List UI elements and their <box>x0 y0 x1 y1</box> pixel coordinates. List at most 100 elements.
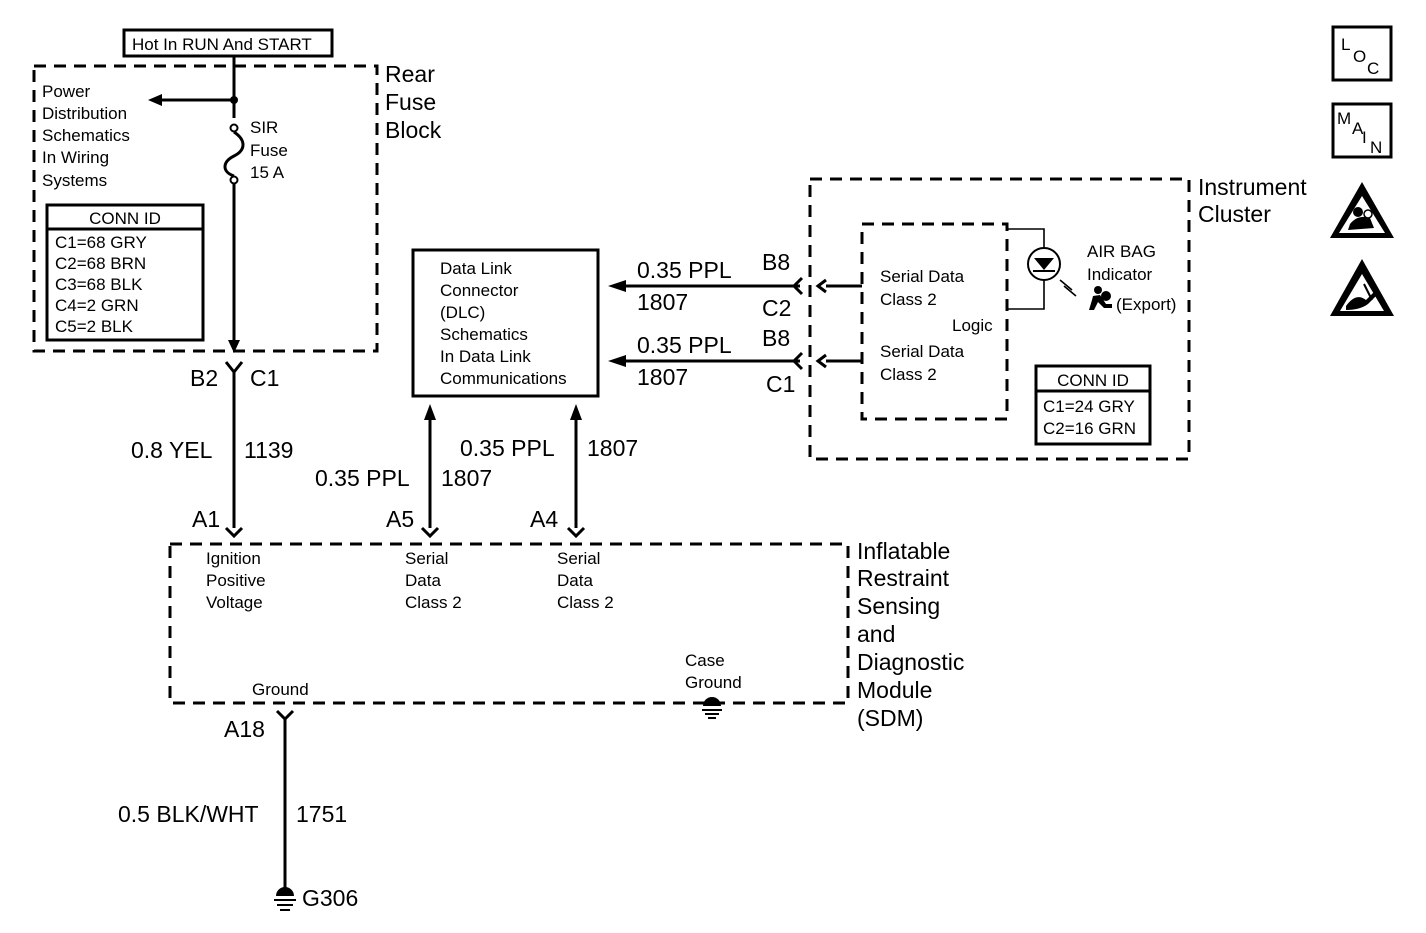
fuse-block-title-2: Fuse <box>385 89 436 115</box>
wire-c1-color: 0.35 PPL <box>637 332 732 358</box>
fuse-terminal-bottom <box>229 175 239 185</box>
dlc-line: Schematics <box>440 325 528 344</box>
fuse-terminal-top <box>229 123 239 133</box>
led-diode-icon <box>1034 258 1054 270</box>
pin-c1-cluster: C1 <box>766 371 795 397</box>
sd-a5-line: Serial <box>405 549 448 568</box>
fuse-label-1: SIR <box>250 118 278 137</box>
main-icon-letter: N <box>1370 138 1382 157</box>
cluster-in-c1-arrow-icon <box>815 353 827 369</box>
fuse-label-3: 15 A <box>250 163 285 182</box>
main-icon-letter: I <box>1362 128 1367 147</box>
esd-warning-icon[interactable] <box>1330 259 1394 316</box>
sd2-line-2: Class 2 <box>880 365 937 384</box>
wire-1139-circuit: 1139 <box>244 437 293 463</box>
pin-a5: A5 <box>386 506 414 532</box>
pd-note-5: Systems <box>42 171 107 190</box>
loc-icon-letter: O <box>1353 47 1366 66</box>
connector-a18-icon <box>275 709 295 722</box>
cluster-title-1: Instrument <box>1198 174 1307 200</box>
cluster-conn-row: C2=16 GRN <box>1043 419 1136 438</box>
sd-a4-line: Serial <box>557 549 600 568</box>
pin-b8-c1: B8 <box>762 325 790 351</box>
pd-note-2: Distribution <box>42 104 127 123</box>
indicator-line-2: Indicator <box>1087 265 1153 284</box>
wire-1139-color: 0.8 YEL <box>131 437 213 463</box>
logic-outline <box>860 222 1009 421</box>
pd-note-1: Power <box>42 82 91 101</box>
fuse-conn-row: C4=2 GRN <box>55 296 139 315</box>
indicator-line-1: AIR BAG <box>1087 242 1156 261</box>
cluster-in-c2-arrow-icon <box>815 278 827 294</box>
connector-a5-icon <box>420 526 440 539</box>
fuse-conn-row: C3=68 BLK <box>55 275 143 294</box>
led-wire-bottom <box>1007 280 1045 310</box>
wire-c2-circuit: 1807 <box>637 289 688 315</box>
fuse-conn-row: C2=68 BRN <box>55 254 146 273</box>
wire-1751-circuit: 1751 <box>296 801 347 827</box>
cluster-conn-row: C1=24 GRY <box>1043 397 1135 416</box>
led-icon <box>1027 247 1061 281</box>
wire-a4-arrow-icon <box>570 404 582 420</box>
sdm-title: Diagnostic <box>857 649 964 675</box>
fuse-block-title-1: Rear <box>385 61 435 87</box>
wire-a5-arrow-icon <box>424 404 436 420</box>
dlc-outline <box>411 248 600 398</box>
pin-c2: C2 <box>762 295 791 321</box>
hot-label-box <box>122 28 334 58</box>
sdm-title: and <box>857 621 895 647</box>
ign-line: Voltage <box>206 593 263 612</box>
cluster-title-2: Cluster <box>1198 201 1271 227</box>
wire-1751-color: 0.5 BLK/WHT <box>118 801 259 827</box>
instrument-cluster: Instrument Cluster Serial Data Class 2 S… <box>808 174 1307 461</box>
fuse-label-2: Fuse <box>250 141 288 160</box>
main-icon[interactable]: M A I N <box>1331 102 1393 159</box>
loc-icon[interactable]: L O C <box>1331 25 1393 82</box>
dlc-box: Data Link Connector (DLC) Schematics In … <box>411 248 600 398</box>
fuse-block-title-3: Block <box>385 117 442 143</box>
wire-c2-arrow-icon <box>608 280 626 292</box>
main-icon-letter: M <box>1337 109 1351 128</box>
sd2-line-1: Serial Data <box>880 342 965 361</box>
sdm-title: Sensing <box>857 593 940 619</box>
pd-arrow-icon <box>148 94 162 106</box>
indicator-line-3: (Export) <box>1116 295 1176 314</box>
ground-label: Ground <box>252 680 309 699</box>
connector-a4-icon <box>566 526 586 539</box>
fuse-conn-row: C5=2 BLK <box>55 317 134 336</box>
fuse-conn-row: C1=68 GRY <box>55 233 147 252</box>
connector-c2-icon <box>791 276 804 296</box>
led-ray-2 <box>1063 285 1077 297</box>
hot-label-text: Hot In RUN And START <box>132 35 312 54</box>
sdm-title: (SDM) <box>857 705 923 731</box>
sd1-line-2: Class 2 <box>880 290 937 309</box>
sdm-title: Module <box>857 677 932 703</box>
g306-label: G306 <box>302 885 358 911</box>
led-wire-top <box>1007 228 1045 248</box>
wire-a4-color: 0.35 PPL <box>460 435 555 461</box>
fuse-block-outline <box>32 64 379 353</box>
loc-icon-letter: C <box>1367 59 1379 78</box>
pin-b2: B2 <box>190 365 218 391</box>
dlc-line: (DLC) <box>440 303 485 322</box>
cluster-conn-box <box>1034 364 1152 446</box>
wire-a4-circuit: 1807 <box>587 435 638 461</box>
sdm-module: Inflatable Restraint Sensing and Diagnos… <box>168 506 964 731</box>
sdm-title: Restraint <box>857 565 950 591</box>
ign-line: Ignition <box>206 549 261 568</box>
case-ground-line: Ground <box>685 673 742 692</box>
pin-b8-c2: B8 <box>762 249 790 275</box>
loc-icon-box <box>1331 25 1393 82</box>
fuse-conn-title: CONN ID <box>89 209 161 228</box>
pin-a18: A18 <box>224 716 265 742</box>
fuse-out-arrow-icon <box>228 340 240 353</box>
case-ground-icon <box>702 697 722 719</box>
sd-a5-line: Class 2 <box>405 593 462 612</box>
airbag-warning-icon[interactable] <box>1330 182 1394 238</box>
pin-a4: A4 <box>530 506 558 532</box>
main-icon-letter: A <box>1352 119 1364 138</box>
fuse-conn-table: CONN ID C1=68 GRY C2=68 BRN C3=68 BLK C4… <box>45 203 205 342</box>
wire-c1-circuit: 1807 <box>637 364 688 390</box>
